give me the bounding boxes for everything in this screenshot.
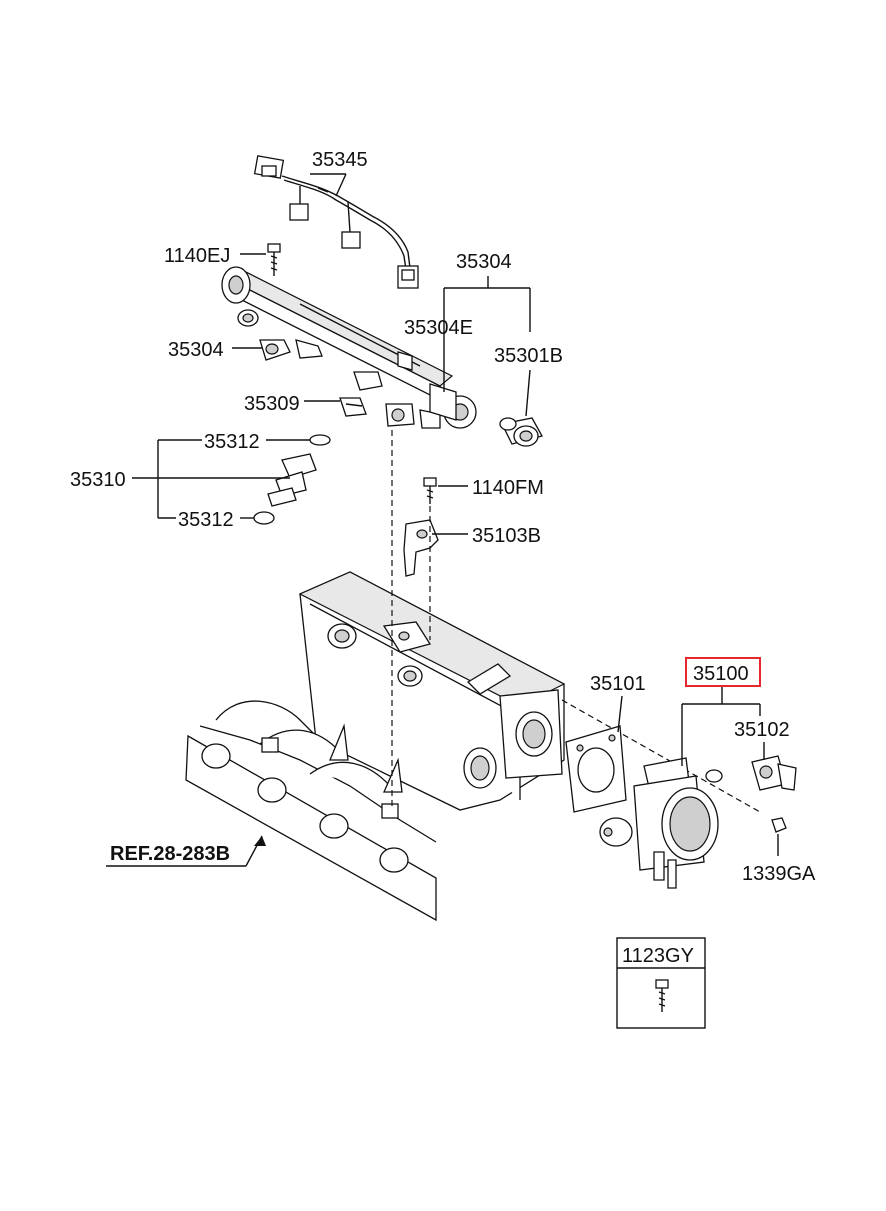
fuel-rail-drawing — [221, 266, 477, 429]
bolt-1140fm-drawing — [423, 477, 437, 504]
label-35312-top: 35312 — [204, 431, 260, 453]
throttle-body-drawing — [599, 757, 723, 889]
label-35103b: 35103B — [472, 525, 541, 547]
label-35100: 35100 — [693, 663, 749, 685]
label-35309: 35309 — [244, 393, 300, 415]
label-35304e: 35304E — [404, 317, 473, 339]
label-1339ga: 1339GA — [742, 863, 816, 885]
gasket-35101-drawing — [565, 725, 627, 813]
leader-lines — [106, 173, 779, 867]
label-ref: REF.28-283B — [110, 843, 230, 865]
label-35101: 35101 — [590, 673, 646, 695]
screw-1339ga-drawing — [771, 817, 787, 833]
intake-manifold-drawing — [185, 571, 566, 922]
bolt-1140ej-drawing — [267, 243, 281, 276]
wiring-harness-drawing — [253, 155, 419, 289]
label-35312-bottom: 35312 — [178, 509, 234, 531]
label-1140ej: 1140EJ — [164, 245, 230, 267]
bracket-35103b-drawing — [403, 519, 439, 577]
label-35304-left: 35304 — [168, 339, 224, 361]
injector-drawing — [253, 397, 367, 525]
label-1123gy: 1123GY — [622, 945, 694, 967]
part-box-1123gy: 1123GY — [616, 937, 706, 1029]
sensor-35102-drawing — [751, 755, 797, 791]
label-35301b: 35301B — [494, 345, 563, 367]
label-35102: 35102 — [734, 719, 790, 741]
label-35310: 35310 — [70, 469, 126, 491]
label-35345: 35345 — [312, 149, 368, 171]
label-1140fm: 1140FM — [472, 477, 544, 499]
pressure-regulator-drawing — [499, 417, 543, 447]
label-35304-top: 35304 — [456, 251, 512, 273]
alignment-line-throttle — [561, 699, 761, 813]
highlight-box-35100 — [685, 657, 761, 687]
